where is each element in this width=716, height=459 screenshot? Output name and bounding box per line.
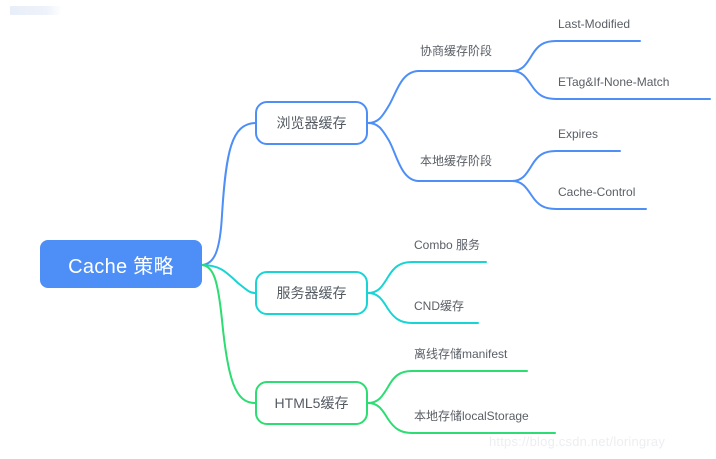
connector-local-stage-to-expires: [511, 150, 621, 182]
watermark: https://blog.csdn.net/loringray: [489, 434, 666, 449]
label-offline-storage-manifest[interactable]: 离线存储manifest: [414, 347, 508, 361]
connector-negotiation-to-etag: [511, 70, 711, 100]
connector-root-to-browser-cache: [201, 122, 256, 266]
label-expires[interactable]: Expires: [558, 127, 599, 141]
branch-node-html5-cache[interactable]: HTML5缓存: [255, 381, 368, 425]
connector-browser-to-local-stage: [367, 122, 513, 182]
connector-root-to-server-cache: [201, 264, 256, 294]
connector-server-to-cnd: [367, 292, 479, 324]
top-left-artifact-bar: [10, 6, 62, 15]
label-local-storage[interactable]: 本地存储localStorage: [414, 409, 529, 423]
label-last-modified[interactable]: Last-Modified: [558, 17, 631, 31]
label-cache-control[interactable]: Cache-Control: [558, 185, 636, 199]
connector-server-to-combo: [367, 261, 487, 294]
label-local-cache-stage[interactable]: 本地缓存阶段: [420, 154, 493, 168]
connector-html5-to-manifest: [367, 370, 528, 404]
label-negotiation-cache-stage[interactable]: 协商缓存阶段: [420, 44, 493, 58]
root-node-cache-strategy[interactable]: Cache 策略: [40, 240, 202, 288]
branch-node-server-cache[interactable]: 服务器缓存: [255, 271, 368, 315]
label-etag-if-none-match[interactable]: ETag&If-None-Match: [558, 75, 670, 89]
connector-root-to-html5-cache: [201, 264, 256, 404]
connector-html5-to-localstorage: [367, 402, 556, 434]
connector-local-stage-to-cache-control: [511, 180, 647, 210]
label-cnd-cache[interactable]: CND缓存: [414, 299, 464, 313]
label-combo-service[interactable]: Combo 服务: [414, 238, 481, 252]
branch-node-browser-cache[interactable]: 浏览器缓存: [255, 101, 368, 145]
connector-negotiation-to-last-modified: [511, 40, 641, 72]
connector-browser-to-negotiation-stage: [367, 70, 513, 124]
